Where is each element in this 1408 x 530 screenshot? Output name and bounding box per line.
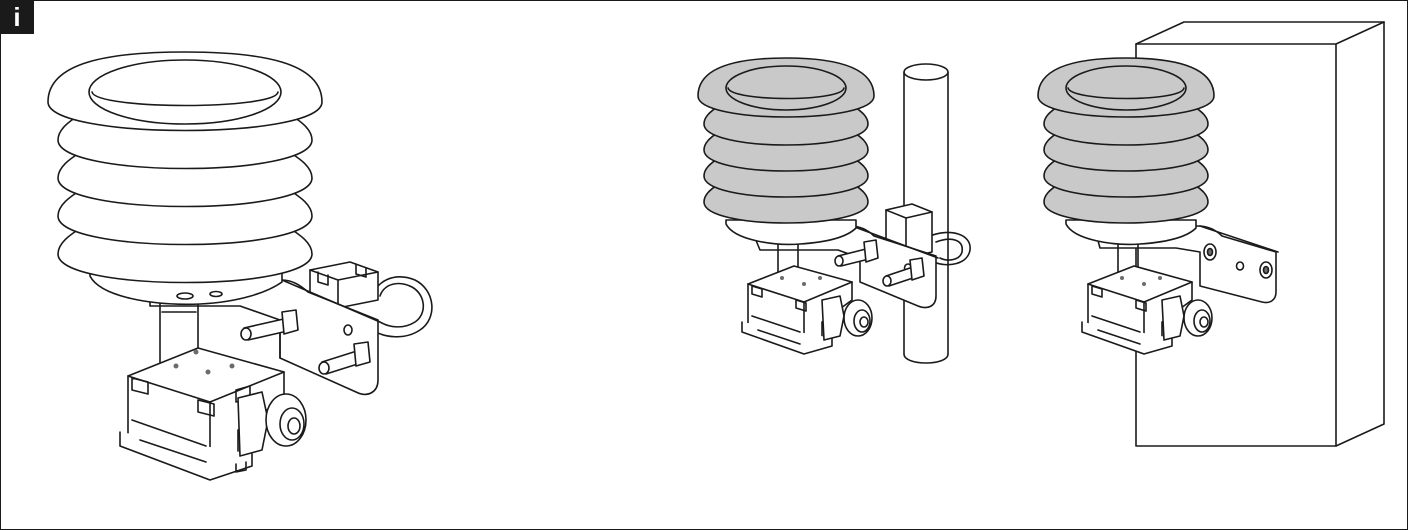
bolt-upper: [240, 309, 299, 341]
screw-left: [1203, 243, 1217, 261]
sensor-mounted-on-wall: [1037, 21, 1385, 447]
bolt-lower: [318, 341, 371, 375]
bolt-lower: [882, 257, 925, 287]
screw-right: [1259, 261, 1273, 279]
sensor-with-mounting-bracket: [47, 51, 433, 481]
bolt-upper: [834, 239, 879, 267]
radiation-shield-small: [1037, 57, 1215, 224]
junction-box: [1081, 265, 1213, 355]
radiation-shield-small: [697, 57, 875, 224]
radiation-shield-large: [47, 51, 323, 284]
junction-box: [119, 347, 307, 481]
sensor-mounted-on-pole: [697, 57, 971, 364]
junction-box: [741, 265, 873, 355]
info-badge: i: [0, 0, 34, 34]
